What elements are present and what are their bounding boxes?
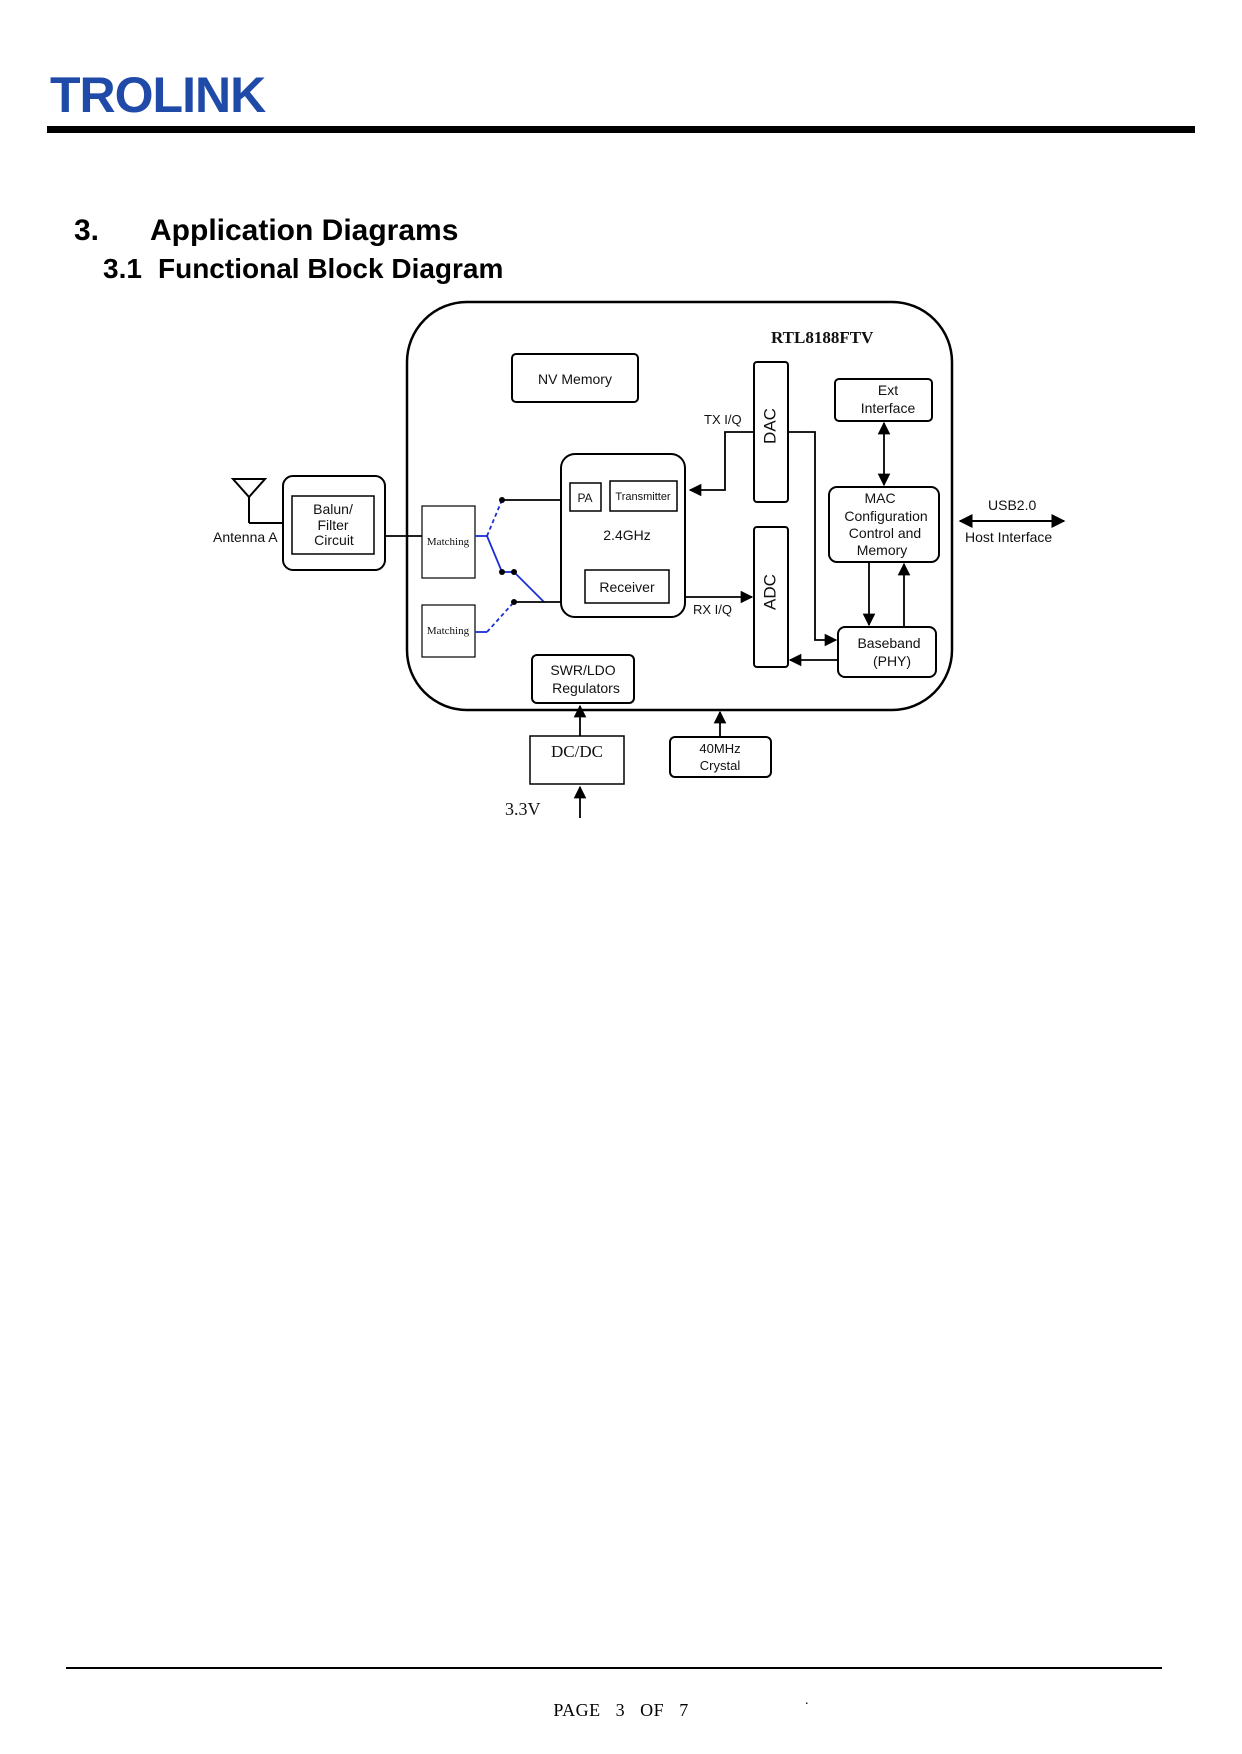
receiver-label: Receiver: [599, 579, 655, 595]
dcdc-label: DC/DC: [551, 742, 603, 761]
mac-line-2: Configuration: [844, 508, 927, 524]
mac-line-3: Control and: [849, 525, 921, 541]
balun-line-3: Circuit: [314, 532, 354, 548]
ext-interface-line-2: Interface: [861, 400, 916, 416]
of-word: OF: [640, 1700, 665, 1720]
logo-text: TROLINK: [50, 68, 266, 123]
mac-line-1: MAC: [864, 490, 895, 506]
antenna-icon: [230, 478, 283, 524]
footer-mark: .: [805, 1693, 809, 1708]
total-pages: 7: [679, 1700, 689, 1720]
dac-label: DAC: [760, 408, 779, 444]
transmitter-block: [609, 480, 678, 512]
functional-block-diagram: RTL8188FTV NV Memory DAC TX I/Q ADC RX I…: [213, 300, 1066, 819]
chip-label: RTL8188FTV: [771, 328, 874, 347]
rf-switch: [475, 499, 561, 633]
baseband-line-1: Baseband: [857, 635, 920, 651]
matching-block-1: [421, 505, 476, 579]
adc-block: [753, 526, 789, 668]
regulators-line-1: SWR/LDO: [550, 662, 615, 678]
matching-label-2: Matching: [427, 625, 470, 637]
pa-block: [569, 482, 602, 512]
receiver-block: [584, 569, 670, 604]
crystal-line-2: Crystal: [700, 758, 741, 773]
mac-block: [828, 486, 940, 563]
balun-line-2: Filter: [317, 517, 348, 533]
adc-label: ADC: [760, 574, 779, 610]
switch-nodes: [499, 497, 517, 605]
page-footer: PAGE 3 OF 7: [0, 1700, 1242, 1721]
baseband-line-2: (PHY): [873, 653, 911, 669]
signal-lines: [385, 421, 911, 818]
section-heading: 3. Application Diagrams: [74, 214, 458, 248]
band-label: 2.4GHz: [603, 527, 650, 543]
ext-interface-block: [834, 378, 933, 422]
regulators-line-2: Regulators: [552, 680, 620, 696]
mac-line-4: Memory: [857, 542, 908, 558]
supply-label: 3.3V: [505, 799, 541, 819]
nv-memory-label: NV Memory: [538, 371, 612, 387]
section-title: Application Diagrams: [150, 214, 459, 247]
antenna-label: Antenna A: [213, 529, 278, 545]
transmitter-label: Transmitter: [615, 491, 671, 503]
page-number: 3: [615, 1700, 626, 1720]
matching-label-1: Matching: [427, 536, 470, 548]
nv-memory-block: [511, 353, 639, 403]
matching-block-2: [421, 604, 476, 658]
page-word: PAGE: [553, 1700, 601, 1720]
section-number: 3.: [74, 214, 100, 247]
chip-outline: [405, 300, 954, 712]
ext-interface-line-1: Ext: [878, 382, 898, 398]
pa-label: PA: [577, 491, 592, 505]
crystal-line-1: 40MHz: [699, 741, 740, 756]
balun-line-1: Balun/: [313, 501, 353, 517]
subsection-title: Functional Block Diagram: [158, 253, 504, 284]
host-interface-label: Host Interface: [965, 529, 1052, 545]
tx-iq-label: TX I/Q: [704, 412, 742, 427]
rx-iq-label: RX I/Q: [693, 602, 732, 617]
subsection-heading: 3.1 Functional Block Diagram: [103, 253, 503, 285]
regulators-block: [531, 654, 635, 704]
dcdc-block: [529, 735, 625, 785]
baseband-block: [837, 626, 937, 678]
footer-rule: [66, 1667, 1162, 1669]
balun-inner: [291, 495, 375, 555]
subsection-number: 3.1: [103, 253, 142, 284]
header-rule: [47, 126, 1195, 133]
trolink-logo: TROLINK: [50, 68, 267, 123]
usb-label: USB2.0: [988, 497, 1036, 513]
